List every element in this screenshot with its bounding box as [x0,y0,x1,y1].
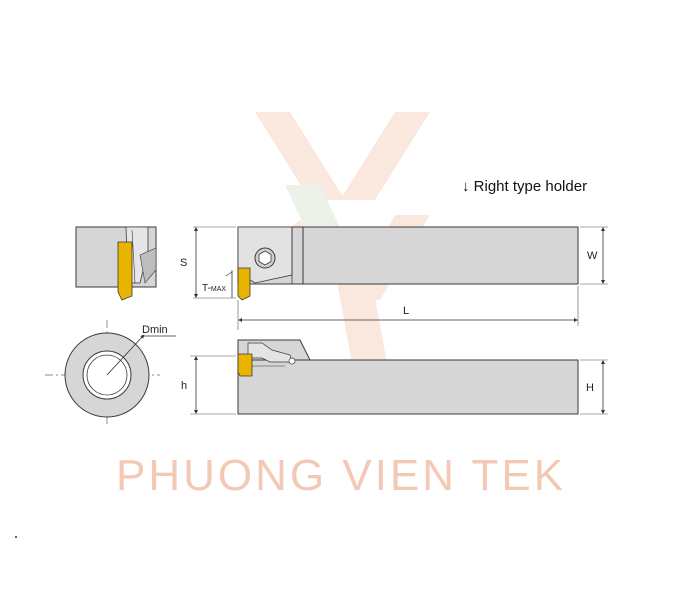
side-view: h H [181,339,608,415]
label-w: W [587,250,598,262]
end-view-insert [117,241,133,301]
top-view-shank [302,226,579,285]
side-view-insert [237,353,253,377]
top-view-insert [237,267,251,301]
label-l: L [403,305,409,317]
watermark-text: PHUONG VIEN TEK [116,451,566,500]
label-t-max: T-MAX [202,283,226,294]
end-view [75,226,157,301]
label-dmin: Dmin [142,324,168,336]
side-view-shank [237,359,579,415]
stray-dot [15,536,17,538]
label-big-h: H [586,382,594,394]
holder-type-title: ↓ Right type holder [462,178,587,195]
label-h: h [181,380,187,392]
circle-view: Dmin [45,320,176,425]
top-view: S T-MAX W L [180,226,608,330]
label-s: S [180,257,187,269]
